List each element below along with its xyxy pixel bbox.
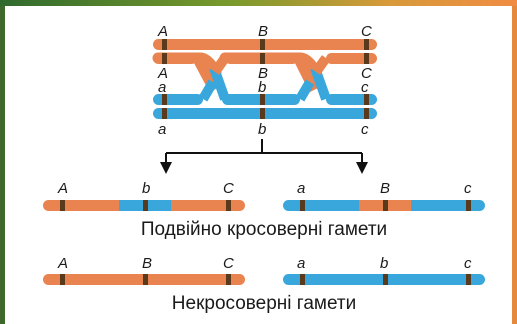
label-double-b: b	[142, 180, 150, 197]
double-crossover-gametes: A b C a B c Подвійно кросоверні гамети	[43, 180, 485, 240]
parent-markers	[162, 39, 369, 119]
label-non-A: A	[57, 255, 68, 272]
label-non-B: B	[142, 255, 152, 272]
label-double-a: a	[297, 180, 305, 197]
non-crossover-gametes: A B C a b c Некросоверні гамети	[43, 255, 485, 314]
label-non-C: C	[223, 255, 234, 272]
label-mid-C: C	[361, 65, 372, 82]
label-non-c: c	[464, 255, 472, 272]
arrow-left	[160, 162, 172, 174]
label-mid-A: A	[157, 65, 168, 82]
blue-cross-2	[310, 66, 331, 101]
label-mid-a: a	[158, 79, 166, 96]
blue-segment-right	[326, 94, 377, 105]
label-top-C: C	[361, 23, 372, 40]
label-double-C: C	[223, 180, 234, 197]
caption-double-crossover: Подвійно кросоверні гамети	[141, 219, 387, 240]
caption-non-crossover: Некросоверні гамети	[172, 293, 356, 314]
blue-cross-1	[209, 66, 230, 101]
label-double-A: A	[57, 180, 68, 197]
label-top-B: B	[258, 23, 268, 40]
orange-segment-right	[326, 53, 377, 64]
label-top-A: A	[157, 23, 168, 40]
parent-chromosomes: A B C A B C a b c a b c	[152, 23, 377, 138]
label-mid-B: B	[258, 65, 268, 82]
label-mid-b: b	[258, 79, 266, 96]
split-arrows	[165, 139, 363, 164]
label-double-c: c	[464, 180, 472, 197]
arrow-right	[356, 162, 368, 174]
label-non-a: a	[297, 255, 305, 272]
label-double-B: B	[380, 180, 390, 197]
label-bottom-b: b	[258, 121, 266, 138]
label-mid-c: c	[361, 79, 369, 96]
label-bottom-c: c	[361, 121, 369, 138]
label-non-b: b	[380, 255, 388, 272]
label-bottom-a: a	[158, 121, 166, 138]
orange-segment-left	[153, 53, 197, 64]
